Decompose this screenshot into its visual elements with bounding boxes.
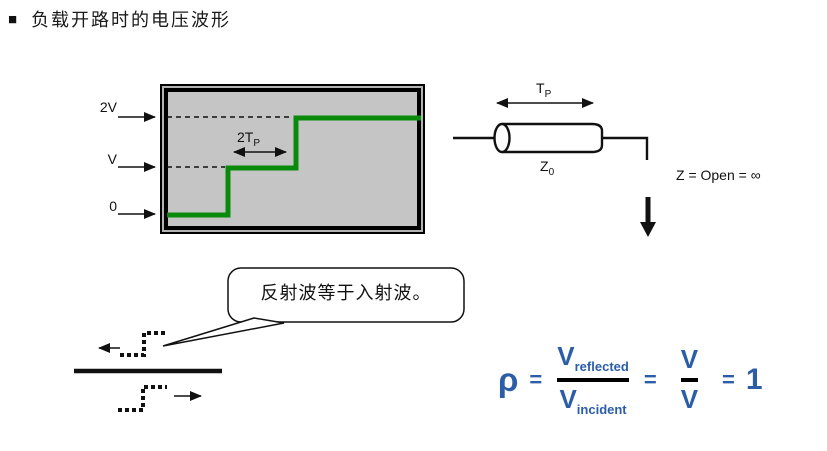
label-tp-main: T [536,80,545,96]
label-0: 0 [109,198,117,214]
rho-symbol: ρ [498,361,519,398]
label-2tp-sub: P [253,137,261,149]
label-2v: 2V [99,99,117,115]
label-2tp-main: 2T [237,129,254,145]
numerator-v-simple: V [680,344,699,375]
formula-result: 1 [745,363,763,396]
numerator-vreflected: Vreflected [557,340,629,375]
incident-wave-step [118,385,167,412]
fraction-vreflected-vincident: Vreflected Vincident [553,340,633,418]
label-2tp: 2TP [237,129,260,149]
oscilloscope-display [160,84,425,234]
fraction-bar [680,378,699,382]
numerator-sub: reflected [574,359,629,375]
reflection-coefficient-formula: ρ = Vreflected Vincident = V V = 1 [498,328,763,432]
label-v: V [107,151,117,167]
tline-right-lead [602,136,649,160]
label-z0-sub: 0 [548,166,555,178]
fraction-v-v: V V [668,344,711,415]
label-tp-sub: P [544,88,552,100]
page-title: 负载开路时的电压波形 [31,10,232,31]
label-z0: Z0 [540,158,554,178]
denominator-sub: incident [576,402,627,418]
tline-cylinder-end [493,122,511,154]
numerator-v: V [557,340,575,371]
tline-cylinder-body [502,122,604,154]
title-row: ■ 负载开路时的电压波形 [8,6,231,32]
open-end-arrow-head [640,222,656,237]
label-tp: TP [536,80,551,100]
square-bullet-icon: ■ [8,10,18,28]
speech-bubble-text: 反射波等于入射波。 [260,283,432,304]
denominator-vincident: Vincident [559,384,627,418]
label-z0-main: Z [540,158,549,174]
label-open-termination: Z = Open = ∞ [676,167,761,183]
speech-bubble-tail [162,317,285,347]
denominator-v-simple: V [680,384,699,414]
equals-sign: = [529,367,543,392]
denominator-v: V [559,384,577,414]
equals-sign: = [722,367,735,392]
reflected-wave-step [120,331,168,357]
fraction-bar [557,378,629,382]
equals-sign: = [643,367,657,392]
